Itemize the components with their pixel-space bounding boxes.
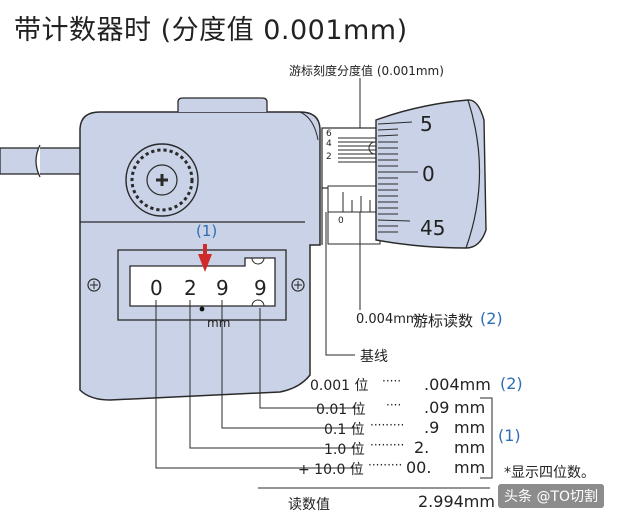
row-dots: ········· <box>368 458 403 472</box>
thimble-mark-5: 5 <box>420 112 433 136</box>
screw-right-icon <box>291 278 305 292</box>
counter-digit-3: 9 <box>216 276 229 300</box>
sleeve <box>321 127 383 245</box>
leader-lines <box>155 78 493 489</box>
row-unit: mm <box>454 398 486 417</box>
thimble-mark-45: 45 <box>420 216 446 240</box>
row-value: .004mm <box>424 375 491 394</box>
spindle-rod <box>0 144 91 178</box>
counter-digit-4: 9 <box>254 276 267 300</box>
sleeve-tick-2: 2 <box>326 152 332 162</box>
counter-digit-2: 2 <box>184 276 197 300</box>
row-place: 1.0 位 <box>324 442 365 458</box>
page-title: 带计数器时 (分度值 0.001mm) <box>14 15 408 46</box>
screw-left-icon <box>87 278 101 292</box>
lock-knob <box>125 143 199 217</box>
note: *显示四位数。 <box>504 465 595 481</box>
row-value: .9 <box>424 418 440 437</box>
watermark: 头条 @TO切割 <box>498 484 605 508</box>
counter-unit: mm <box>207 316 231 330</box>
vernier-reading-value: 0.004mm <box>356 312 419 327</box>
micrometer-frame <box>79 97 321 401</box>
thimble <box>375 99 487 249</box>
counter-digit-1: 0 <box>150 276 163 300</box>
row-unit: mm <box>454 458 486 477</box>
row-dots: ···· <box>386 398 402 412</box>
callout-1-arrow: (1) <box>196 222 218 240</box>
row-dots: ····· <box>382 374 402 388</box>
thimble-mark-0: 0 <box>422 162 435 186</box>
row-value: .09 <box>424 398 450 417</box>
sleeve-tick-4: 4 <box>326 139 332 149</box>
vernier-label: 游标刻度分度值 (0.001mm) <box>289 64 444 78</box>
row-dots: ········· <box>370 418 405 432</box>
row-unit: mm <box>454 438 486 457</box>
red-arrow-icon <box>198 244 212 272</box>
bracket-tag: (1) <box>498 426 521 445</box>
row-value: 2. <box>414 438 430 457</box>
sleeve-tick-6: 6 <box>326 129 332 139</box>
total-label: 读数值 <box>288 497 330 513</box>
total-value: 2.994mm <box>418 492 495 511</box>
baseline-label: 基线 <box>360 349 388 365</box>
sleeve-tick-0: 0 <box>338 216 344 226</box>
row-place: 0.01 位 <box>316 402 366 418</box>
vernier-reading-text: 游标读数 <box>413 312 474 330</box>
row-place: + 10.0 位 <box>298 462 364 478</box>
row-place: 0.1 位 <box>324 422 365 438</box>
row-unit: mm <box>454 418 486 437</box>
row-dots: ········· <box>370 438 405 452</box>
row-place: 0.001 位 <box>310 378 369 394</box>
callout-2-vernier: (2) <box>480 309 503 328</box>
row-value: 00. <box>406 458 432 477</box>
row-tag: (2) <box>500 374 523 393</box>
